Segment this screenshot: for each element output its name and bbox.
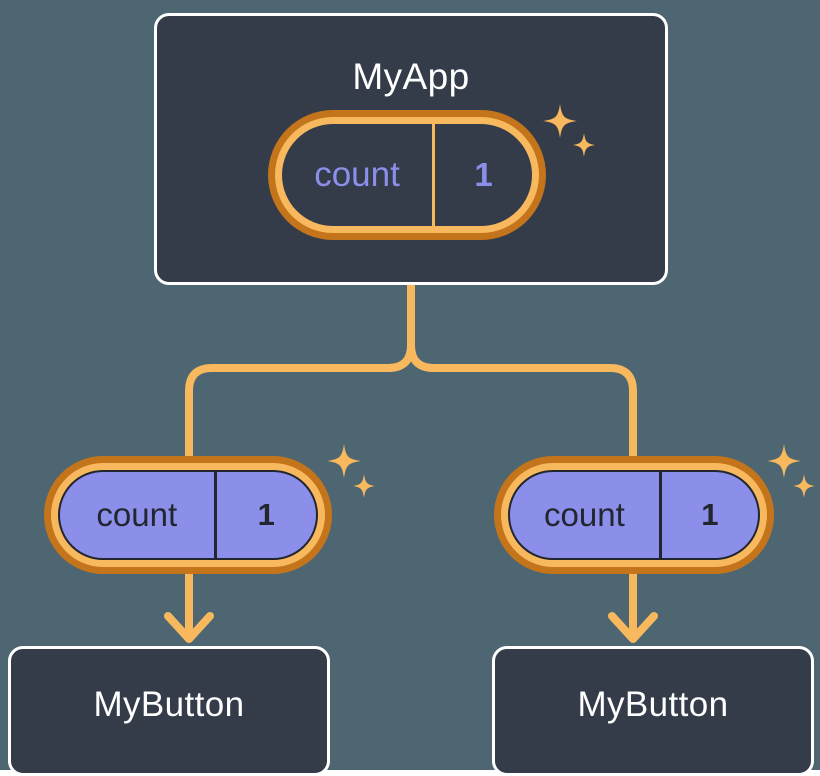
pill-body: count 1 xyxy=(58,470,318,560)
node-mybutton-right[interactable]: MyButton xyxy=(492,646,814,776)
node-mybutton-left[interactable]: MyButton xyxy=(8,646,330,776)
state-key: count xyxy=(96,496,178,533)
state-pill-left[interactable]: count 1 xyxy=(44,456,332,574)
state-value: 1 xyxy=(432,124,532,226)
state-pill-right[interactable]: count 1 xyxy=(494,456,774,574)
mybutton-title: MyButton xyxy=(577,685,729,724)
pill-body: count 1 xyxy=(282,124,532,226)
tree-connector xyxy=(185,281,415,460)
state-key: count xyxy=(314,155,400,194)
state-value: 1 xyxy=(213,472,316,558)
state-value: 1 xyxy=(658,472,758,558)
pill-body: count 1 xyxy=(508,470,760,560)
arrow-head-icon xyxy=(164,612,214,643)
pill-ring: count 1 xyxy=(51,463,325,567)
arrow-head-icon xyxy=(608,612,658,643)
pill-ring: count 1 xyxy=(275,117,539,233)
myapp-title: MyApp xyxy=(352,56,470,97)
mybutton-title: MyButton xyxy=(93,685,245,724)
pill-ring: count 1 xyxy=(501,463,767,567)
tree-connector xyxy=(407,281,637,460)
state-pill-myapp[interactable]: count 1 xyxy=(268,110,546,240)
state-key: count xyxy=(544,496,625,533)
